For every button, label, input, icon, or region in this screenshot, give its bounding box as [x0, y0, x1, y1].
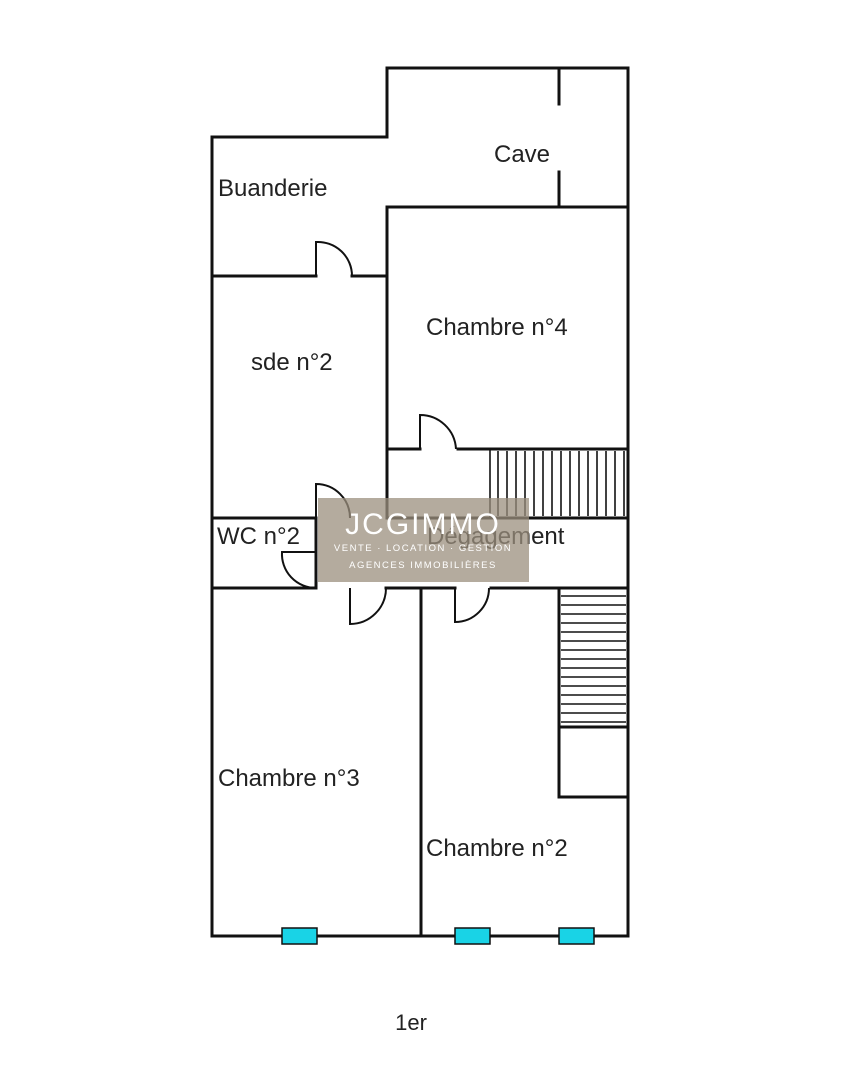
- watermark: JCGIMMO VENTE · LOCATION · GESTION AGENC…: [318, 498, 529, 582]
- label-wc2: WC n°2: [217, 523, 300, 550]
- window-chambre2-right: [558, 927, 595, 945]
- door-wc2: [280, 551, 317, 590]
- outer-walls: [210, 66, 630, 938]
- doors: [280, 240, 490, 626]
- floor-label: 1er: [395, 1010, 427, 1035]
- label-sde2: sde n°2: [251, 349, 333, 376]
- door-chambre3: [349, 587, 387, 626]
- watermark-tagline: VENTE · LOCATION · GESTION: [334, 543, 512, 554]
- watermark-brand: JCGIMMO: [345, 508, 501, 541]
- window-chambre2-left: [454, 927, 491, 945]
- watermark-subtitle: AGENCES IMMOBILIÈRES: [349, 560, 497, 571]
- label-buanderie: Buanderie: [218, 175, 327, 202]
- label-chambre3: Chambre n°3: [218, 765, 360, 792]
- stairs-lower: [561, 595, 626, 723]
- door-sde2: [315, 240, 354, 277]
- label-chambre2: Chambre n°2: [426, 835, 568, 862]
- door-chambre2: [454, 587, 490, 624]
- room-labels: Cave Buanderie Chambre n°4 sde n°2 WC n°…: [217, 141, 568, 862]
- label-cave: Cave: [494, 141, 550, 168]
- windows: [281, 927, 595, 945]
- watermark-background: [318, 498, 529, 582]
- label-chambre4: Chambre n°4: [426, 314, 568, 341]
- window-chambre3: [281, 927, 318, 945]
- door-chambre4: [419, 413, 457, 450]
